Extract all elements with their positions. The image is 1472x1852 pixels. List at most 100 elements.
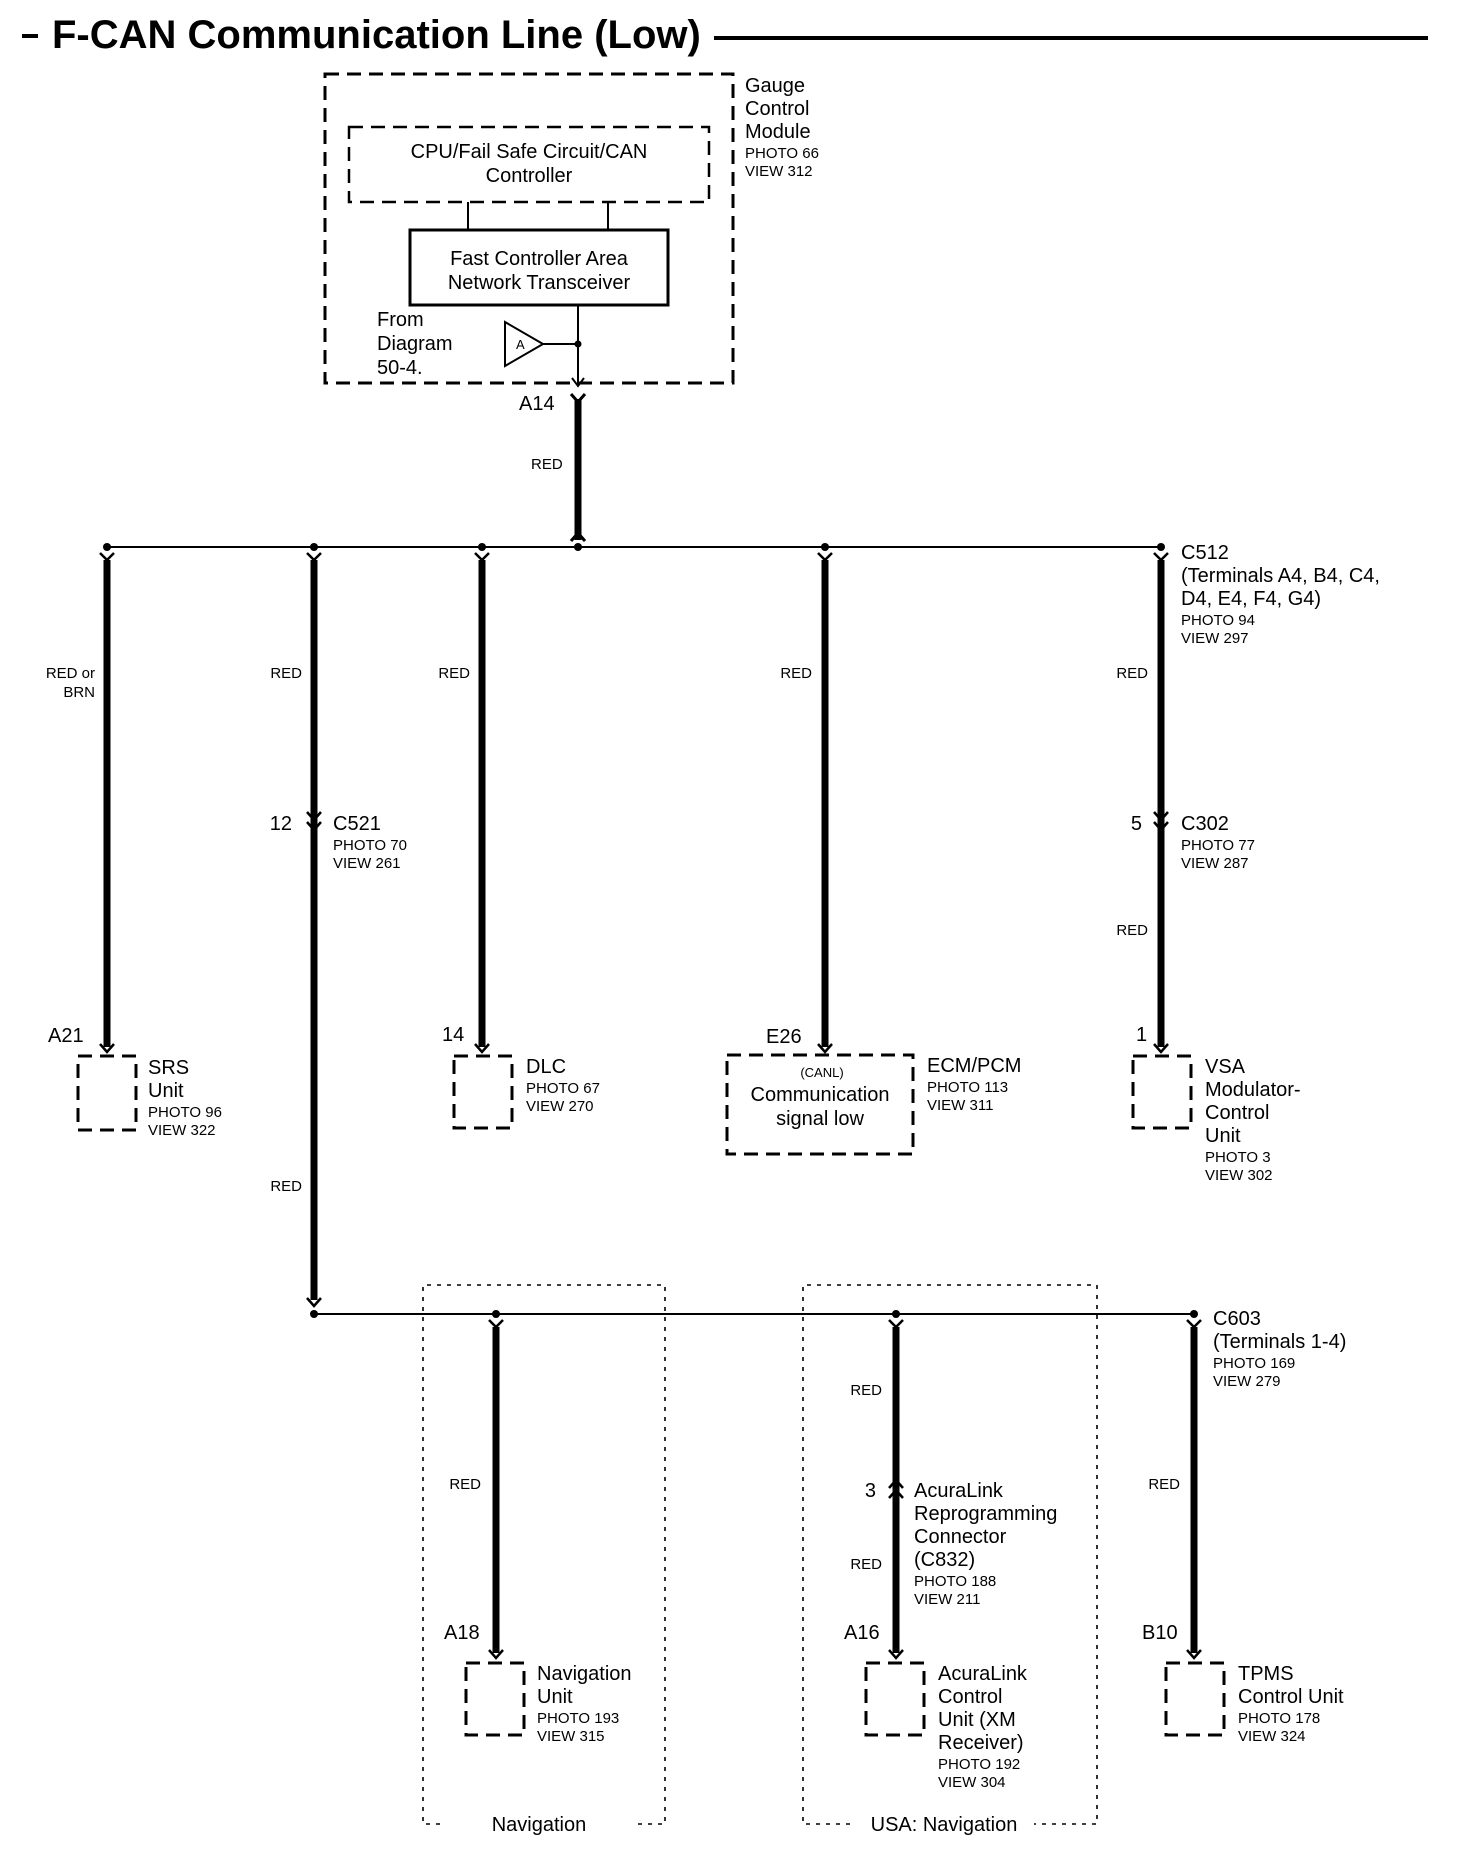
c521-connector-arrow-upper bbox=[306, 811, 322, 822]
acuralink-unit-box bbox=[864, 1661, 926, 1737]
ecm-c512-fork bbox=[817, 552, 833, 562]
c832-view: VIEW 211 bbox=[914, 1591, 980, 1608]
tpms-name-1: TPMS bbox=[1238, 1663, 1294, 1685]
dlc-view: VIEW 270 bbox=[526, 1098, 594, 1115]
usa-navigation-group-label: USA: Navigation bbox=[871, 1814, 1018, 1836]
acuralink-c603-fork bbox=[888, 1319, 904, 1329]
can-transceiver-line-1: Fast Controller Area bbox=[450, 248, 629, 270]
vsa-wire-color-bottom: RED bbox=[1116, 922, 1148, 939]
c521-branch: RED 12 C521 PHOTO 70 VIEW 261 RED bbox=[270, 543, 407, 1308]
gauge-module-name-1: Gauge bbox=[745, 75, 805, 97]
ecm-bus-splice bbox=[821, 543, 829, 551]
acuralink-name-2: Control bbox=[938, 1686, 1002, 1708]
gauge-module-view: VIEW 312 bbox=[745, 163, 813, 180]
gauge-module-outline bbox=[323, 72, 735, 385]
acuralink-name-1: AcuraLink bbox=[938, 1663, 1028, 1685]
c521-view: VIEW 261 bbox=[333, 855, 401, 872]
c512-connector-label: C512 (Terminals A4, B4, C4, D4, E4, F4, … bbox=[1181, 542, 1380, 647]
vsa-view: VIEW 302 bbox=[1205, 1167, 1273, 1184]
srs-unit-box bbox=[76, 1054, 138, 1132]
ecm-view: VIEW 311 bbox=[927, 1097, 993, 1114]
tpms-name-2: Control Unit bbox=[1238, 1686, 1344, 1708]
tpms-pin: B10 bbox=[1142, 1622, 1178, 1644]
c603-terminals: (Terminals 1-4) bbox=[1213, 1331, 1346, 1353]
gauge-control-module: Gauge Control Module PHOTO 66 VIEW 312 C… bbox=[323, 72, 819, 388]
from-diagram-line-3: 50-4. bbox=[377, 357, 423, 379]
gauge-module-photo: PHOTO 66 bbox=[745, 145, 819, 162]
ecm-canl-label: (CANL) bbox=[800, 1065, 843, 1080]
ecm-photo: PHOTO 113 bbox=[927, 1079, 1008, 1096]
a14-terminal-arrow bbox=[571, 377, 585, 388]
ecm-box-line-2: signal low bbox=[776, 1108, 864, 1130]
c603-name: C603 bbox=[1213, 1308, 1261, 1330]
c832-name-2: Reprogramming bbox=[914, 1503, 1057, 1525]
from-diagram-line-1: From bbox=[377, 309, 424, 331]
c521-connector-arrow-lower bbox=[306, 821, 322, 832]
dlc-name: DLC bbox=[526, 1056, 566, 1078]
c521-bus-splice bbox=[310, 543, 318, 551]
srs-terminal-arrow bbox=[99, 1043, 115, 1054]
tpms-c603-fork bbox=[1186, 1319, 1202, 1329]
nav-name-2: Unit bbox=[537, 1686, 573, 1708]
srs-c512-fork bbox=[99, 552, 115, 562]
acuralink-wire-color-bottom: RED bbox=[850, 1556, 882, 1573]
vsa-bus-splice bbox=[1157, 543, 1165, 551]
tpms-wire-color: RED bbox=[1148, 1476, 1180, 1493]
srs-pin: A21 bbox=[48, 1025, 84, 1047]
c832-photo: PHOTO 188 bbox=[914, 1573, 996, 1590]
nav-name-1: Navigation bbox=[537, 1663, 632, 1685]
vsa-terminal-arrow bbox=[1153, 1043, 1169, 1054]
c832-arrow-lower bbox=[888, 1488, 904, 1499]
srs-wire-color-1: RED or bbox=[46, 665, 95, 682]
cpu-controller-line-1: CPU/Fail Safe Circuit/CAN bbox=[411, 141, 648, 163]
tpms-unit-box bbox=[1164, 1661, 1226, 1737]
vsa-name-4: Unit bbox=[1205, 1125, 1241, 1147]
c832-name-4: (C832) bbox=[914, 1549, 975, 1571]
c603-c521-junction bbox=[310, 1310, 318, 1318]
srs-name-1: SRS bbox=[148, 1057, 189, 1079]
gauge-module-name-2: Control bbox=[745, 98, 809, 120]
cpu-controller-line-2: Controller bbox=[486, 165, 573, 187]
nav-bus-splice bbox=[492, 1310, 500, 1318]
vsa-c512-fork bbox=[1153, 552, 1169, 562]
tpms-branch: RED B10 TPMS Control Unit PHOTO 178 VIEW… bbox=[1142, 1310, 1344, 1745]
srs-bus-splice bbox=[103, 543, 111, 551]
nav-wire-color: RED bbox=[449, 1476, 481, 1493]
dlc-branch: RED 14 DLC PHOTO 67 VIEW 270 bbox=[438, 543, 600, 1130]
c603-photo: PHOTO 169 bbox=[1213, 1355, 1295, 1372]
srs-branch: RED or BRN A21 SRS Unit PHOTO 96 VIEW 32… bbox=[46, 543, 222, 1139]
tpms-photo: PHOTO 178 bbox=[1238, 1710, 1320, 1727]
dlc-bus-splice bbox=[478, 543, 486, 551]
acuralink-bus-splice bbox=[892, 1310, 900, 1318]
c512-photo: PHOTO 94 bbox=[1181, 612, 1255, 629]
c832-pin: 3 bbox=[865, 1480, 876, 1502]
c512-terminals-2: D4, E4, F4, G4) bbox=[1181, 588, 1321, 610]
trunk-top-fork bbox=[569, 393, 587, 405]
dlc-wire-color: RED bbox=[438, 665, 470, 682]
nav-terminal-arrow bbox=[488, 1649, 504, 1660]
ecm-box bbox=[725, 1053, 915, 1156]
srs-wire-color-2: BRN bbox=[63, 684, 95, 701]
nav-photo: PHOTO 193 bbox=[537, 1710, 619, 1727]
c521-pin: 12 bbox=[270, 813, 292, 835]
dlc-pin: 14 bbox=[442, 1024, 464, 1046]
gauge-module-name-3: Module bbox=[745, 121, 811, 143]
c512-name: C512 bbox=[1181, 542, 1229, 564]
nav-pin: A18 bbox=[444, 1622, 480, 1644]
dlc-box bbox=[452, 1054, 514, 1130]
c512-view: VIEW 297 bbox=[1181, 630, 1249, 647]
ecm-pin: E26 bbox=[766, 1026, 802, 1048]
trunk-bus-junction bbox=[574, 543, 582, 551]
dlc-c512-fork bbox=[474, 552, 490, 562]
from-diagram-line-2: Diagram bbox=[377, 333, 453, 355]
nav-unit-box bbox=[464, 1661, 526, 1737]
ecm-box-line-1: Communication bbox=[751, 1084, 890, 1106]
off-page-connector-label: A bbox=[516, 337, 525, 352]
vsa-photo: PHOTO 3 bbox=[1205, 1149, 1271, 1166]
navigation-group-label: Navigation bbox=[492, 1814, 587, 1836]
c512-terminals-1: (Terminals A4, B4, C4, bbox=[1181, 565, 1380, 587]
vsa-box bbox=[1131, 1054, 1193, 1130]
ecm-terminal-arrow bbox=[817, 1043, 833, 1054]
srs-photo: PHOTO 96 bbox=[148, 1104, 222, 1121]
